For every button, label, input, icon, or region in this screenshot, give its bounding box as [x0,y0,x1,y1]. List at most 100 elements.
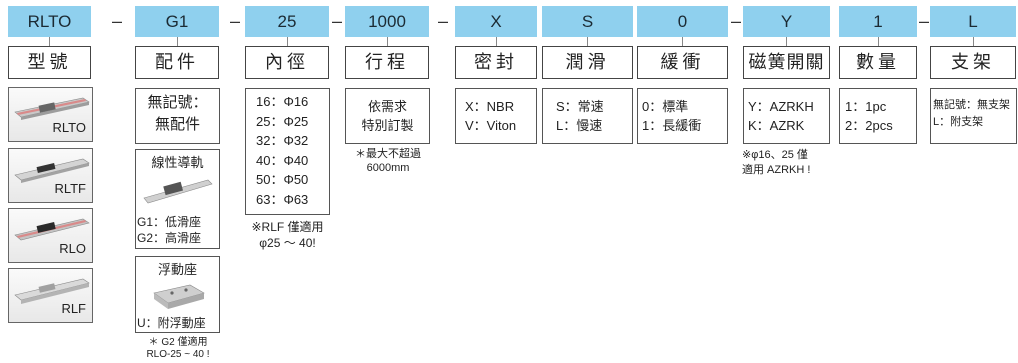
code-stroke: 1000 [345,6,429,37]
code-model: RLTO [8,6,91,37]
connector [49,37,50,46]
connector [287,37,288,46]
category-accessory: 配件 [135,46,219,79]
stroke-line2: 特別訂製 [361,118,414,133]
code-bracket: L [930,6,1016,37]
bore-row: 63：Φ63 [256,191,309,207]
code-accessory: G1 [135,6,219,37]
model-label: RLTO [52,120,86,135]
category-cushion: 緩衝 [637,46,728,79]
float-u: U：附浮動座 [137,316,206,330]
category-model: 型號 [8,46,91,79]
stroke-note-line2: 6000mm [366,162,410,174]
connector [786,37,787,46]
bore-box: 16：Φ16 25：Φ25 32：Φ32 40：Φ40 50：Φ50 63：Φ6… [245,88,330,215]
guide-g1: G1：低滑座 [137,215,202,229]
qty-box: 1：1pc 2：2pcs [839,88,917,144]
float-title: 浮動座 [157,262,197,277]
cushion-row: 0：標準 [642,99,689,114]
connector [387,37,388,46]
switch-box: Y：AZRKH K：AZRK [743,88,830,144]
guide-image [143,179,213,204]
accessory-none-line2: 無配件 [154,116,200,133]
dash: – [437,11,448,31]
dash: – [918,11,929,31]
connector [973,37,974,46]
code-qty: 1 [839,6,917,37]
seal-row: V：Viton [465,118,517,133]
connector [587,37,588,46]
bracket-row: 無記號：無支架 [933,99,1010,111]
seal-row: X：NBR [465,99,515,114]
seal-box: X：NBR V：Viton [455,88,537,144]
bore-note-line1: ※RLF 僅適用 [251,220,324,234]
category-qty: 數量 [839,46,917,79]
switch-note-line1: ※φ16、25 僅 [742,149,808,161]
category-switch: 磁簧開關 [743,46,830,79]
guide-title: 線性導軌 [151,155,204,170]
lube-row: S：常速 [556,99,604,114]
code-seal: X [455,6,537,37]
bore-row: 25：Φ25 [256,113,309,129]
accessory-guide-box: 線性導軌 G1：低滑座 G2：高滑座 [135,149,220,249]
cylinder-image [14,97,90,120]
bore-note: ※RLF 僅適用 φ25 ～ 40! [240,219,335,251]
category-stroke: 行程 [345,46,429,79]
switch-note-line2: 適用 AZRKH ! [742,164,811,176]
model-label: RLO [59,241,86,256]
bracket-row: L：附支架 [933,116,984,128]
dash: – [111,11,122,31]
connector [878,37,879,46]
model-label: RLF [61,301,86,316]
accessory-float-box: 浮動座 U：附浮動座 [135,256,220,333]
cylinder-image [14,278,90,304]
connector [177,37,178,46]
product-card-rlto: RLTO [8,87,93,142]
category-seal: 密封 [455,46,537,79]
dash: – [331,11,342,31]
lube-row: L：慢速 [556,118,603,133]
accessory-note: ＊ G2 僅適用 RLO-25 ~ 40 ! [133,337,223,361]
category-bracket: 支架 [930,46,1016,79]
product-card-rltf: RLTF [8,148,93,203]
stroke-note-line1: ＊最大不超過 [355,148,421,160]
bore-row: 16：Φ16 [256,94,309,109]
stroke-line1: 依需求 [367,99,407,114]
cylinder-image [14,218,90,241]
qty-row: 1：1pc [845,99,887,114]
stroke-box: 依需求 特別訂製 [345,88,430,144]
accessory-note-line1: ＊ G2 僅適用 [148,337,208,348]
stroke-note: ＊最大不超過 6000mm [342,147,434,175]
bore-row: 50：Φ50 [256,172,309,187]
model-label: RLTF [54,181,86,196]
switch-note: ※φ16、25 僅 適用 AZRKH ! [742,148,832,178]
switch-row: Y：AZRKH [748,99,814,114]
switch-row: K：AZRK [748,118,805,133]
accessory-none-line1: 無記號： [147,94,208,111]
connector [682,37,683,46]
connector [496,37,497,46]
product-card-rlf: RLF [8,268,93,323]
code-lube: S [542,6,633,37]
product-card-rlo: RLO [8,208,93,263]
code-bore: 25 [245,6,329,37]
dash: – [229,11,240,31]
bore-row: 40：Φ40 [256,152,309,168]
float-mount-image [153,284,205,309]
code-cushion: 0 [637,6,728,37]
bracket-box: 無記號：無支架 L：附支架 [930,88,1017,144]
bore-note-line2: φ25 ～ 40! [259,236,316,250]
lube-box: S：常速 L：慢速 [542,88,633,144]
guide-g2: G2：高滑座 [137,231,202,245]
accessory-none-box: 無記號： 無配件 [135,88,220,144]
bore-row: 32：Φ32 [256,133,309,148]
code-switch: Y [743,6,830,37]
cushion-row: 1：長緩衝 [642,118,702,133]
category-lube: 潤滑 [542,46,633,79]
qty-row: 2：2pcs [845,118,893,133]
cushion-box: 0：標準 1：長緩衝 [637,88,728,144]
category-bore: 內徑 [245,46,329,79]
cylinder-image [14,158,90,183]
dash: – [730,11,741,31]
accessory-note-line2: RLO-25 ~ 40 ! [146,349,210,360]
